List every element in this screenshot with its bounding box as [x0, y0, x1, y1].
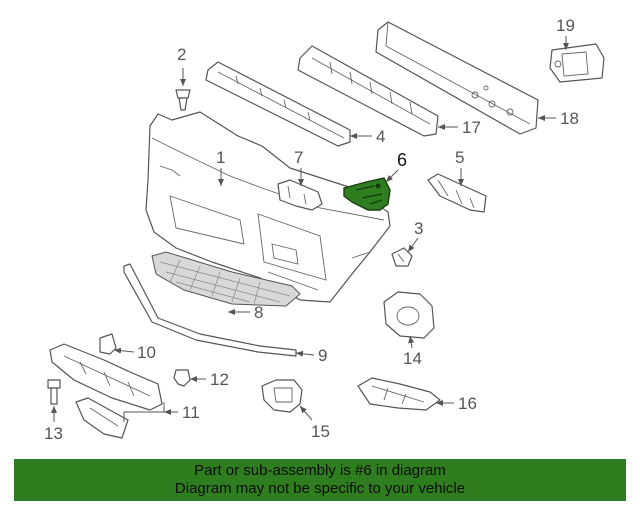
- part-4-support: [205, 61, 351, 147]
- callout-18: 18: [560, 109, 579, 128]
- callout-4: 4: [376, 127, 385, 146]
- callout-12: 12: [210, 370, 229, 389]
- part-17-absorber: [297, 45, 439, 137]
- callout-7: 7: [294, 148, 303, 167]
- callout-6: 6: [397, 150, 407, 170]
- leader-lines: [51, 36, 569, 422]
- part-10-clip: [99, 333, 117, 355]
- callout-9: 9: [318, 346, 327, 365]
- callout-labels: 1 2 3 4 5 6 7 8 9 10 11 12 13 14 15 16 1…: [44, 16, 579, 443]
- part-7-bracket: [277, 179, 323, 211]
- part-6-bracket-highlighted: [343, 177, 391, 211]
- callout-5: 5: [455, 148, 464, 167]
- part-16-bracket: [357, 377, 441, 411]
- part-19-bracket: [549, 43, 605, 83]
- part-12-clip: [173, 369, 191, 387]
- callout-2: 2: [177, 45, 186, 64]
- callout-8: 8: [254, 303, 263, 322]
- callout-1: 1: [216, 148, 225, 167]
- part-2-clip: [175, 89, 191, 111]
- part-18-reinforcement: [375, 21, 539, 135]
- part-5-side-bracket: [427, 173, 487, 213]
- part-8-lower-grille: [151, 251, 301, 307]
- callout-14: 14: [403, 349, 422, 368]
- part-3-clip: [391, 247, 413, 267]
- part-11-under-cover: [49, 343, 163, 439]
- callout-17: 17: [462, 118, 481, 137]
- part-1-bumper-cover: [145, 111, 391, 303]
- part-15-bracket: [261, 379, 303, 413]
- part-13-bolt: [47, 379, 61, 405]
- callout-3: 3: [414, 219, 423, 238]
- callout-13: 13: [44, 424, 63, 443]
- part-14-fog-bezel: [383, 291, 435, 339]
- banner-line-2: Diagram may not be specific to your vehi…: [174, 480, 466, 497]
- disclaimer-banner: Part or sub-assembly is #6 in diagram Di…: [14, 459, 626, 501]
- callout-16: 16: [458, 394, 477, 413]
- callout-11: 11: [182, 403, 200, 422]
- callout-10: 10: [137, 343, 156, 362]
- callout-15: 15: [311, 422, 330, 441]
- callout-19: 19: [556, 16, 575, 35]
- banner-line-1: Part or sub-assembly is #6 in diagram: [194, 462, 446, 479]
